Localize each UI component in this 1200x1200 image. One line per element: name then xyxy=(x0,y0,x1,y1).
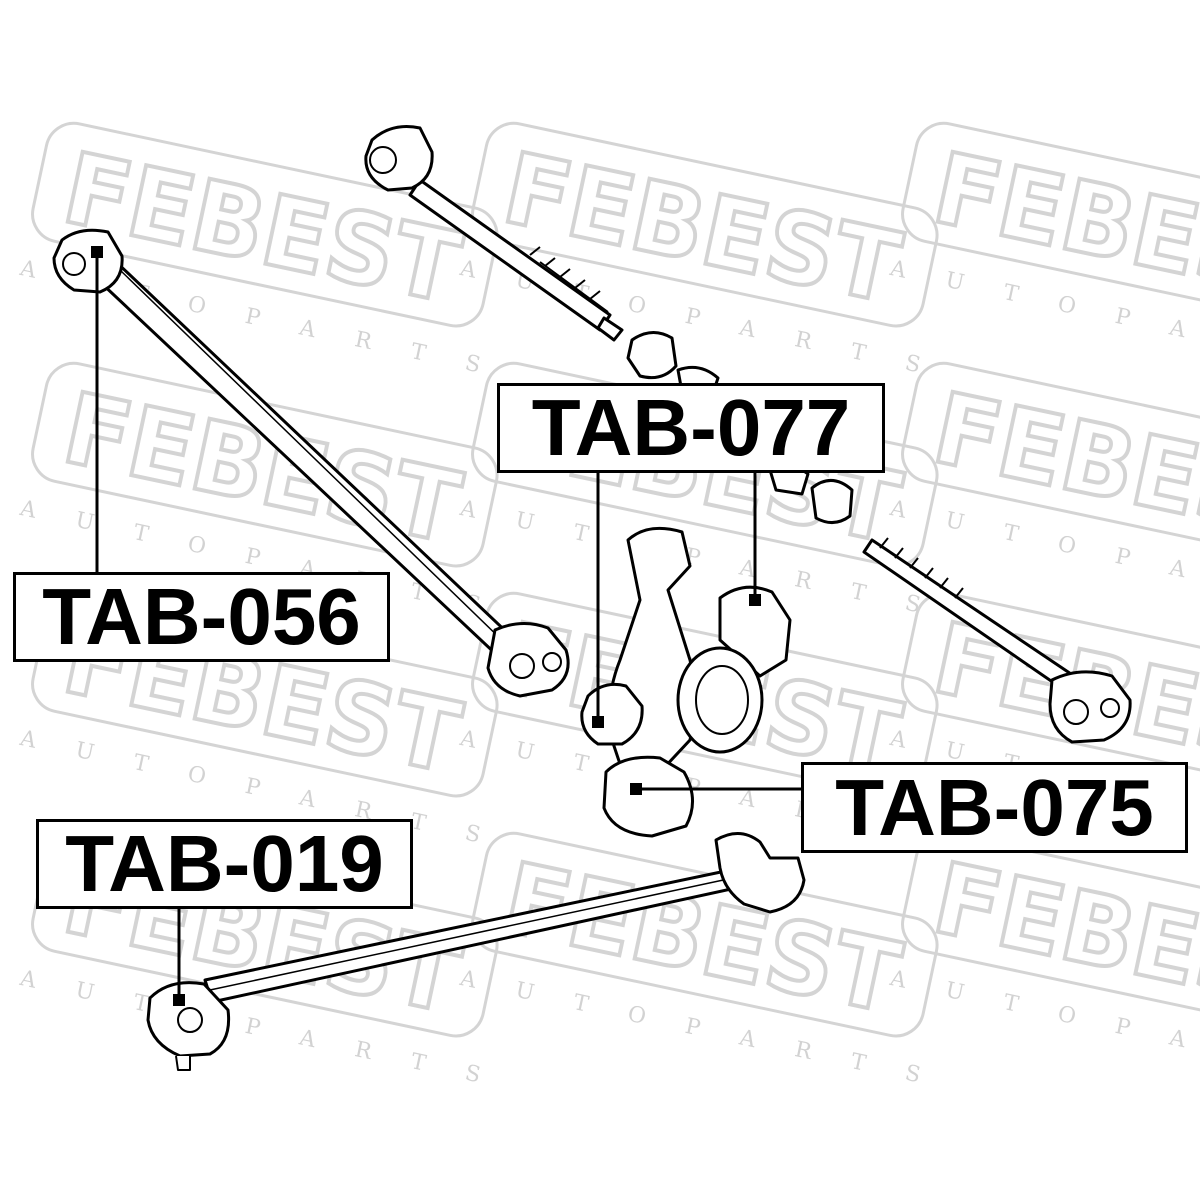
label-tab-077: TAB-077 xyxy=(497,383,885,473)
watermark-brand: FEBEST xyxy=(494,842,909,1037)
label-tab-056: TAB-056 xyxy=(13,572,390,662)
label-tab-075: TAB-075 xyxy=(801,762,1188,853)
lateral-rod-right xyxy=(768,464,1132,744)
upper-control-arm xyxy=(364,125,720,398)
watermark-frame xyxy=(901,591,1200,798)
point-markers xyxy=(91,246,761,1006)
leader-lines xyxy=(95,255,802,1000)
marker-tab-077-left xyxy=(592,716,604,728)
watermark-frame xyxy=(471,591,939,798)
watermark-frame xyxy=(31,121,499,328)
watermark-frame xyxy=(901,831,1200,1038)
lower-control-arm xyxy=(146,832,806,1071)
marker-tab-077-right xyxy=(749,594,761,606)
watermark-frame xyxy=(901,361,1200,568)
rear-knuckle xyxy=(580,526,792,838)
watermark-frame xyxy=(901,121,1200,328)
marker-tab-019 xyxy=(173,994,185,1006)
marker-tab-056 xyxy=(91,246,103,258)
label-tab-019: TAB-019 xyxy=(36,819,413,909)
watermark-frame xyxy=(31,361,499,568)
marker-tab-075 xyxy=(630,783,642,795)
watermark-frame xyxy=(471,121,939,328)
trailing-arm-long xyxy=(52,228,570,698)
